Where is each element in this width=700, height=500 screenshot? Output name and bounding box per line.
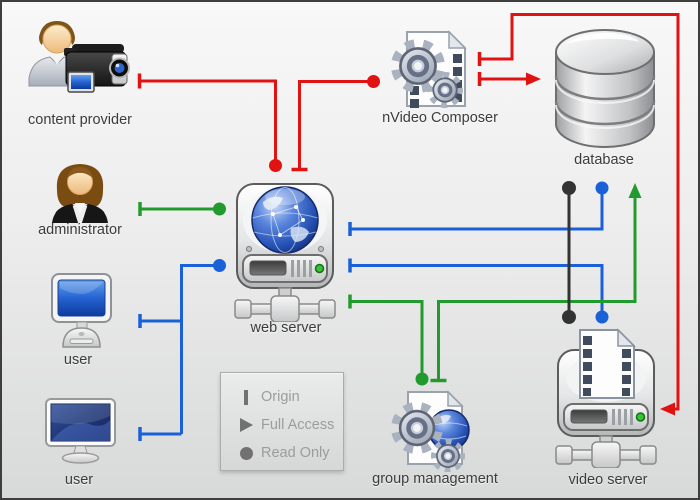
node-label-database: database [574,152,634,168]
legend-item-origin: Origin [231,387,300,407]
legend-item-full-access: Full Access [231,415,334,435]
origin-symbol [231,389,261,405]
edge-webserver-database [348,181,609,236]
edge-contentprovider-webserver [137,73,282,172]
node-label-web-server: web server [250,320,322,336]
edge-webserver-videoserver [348,258,609,324]
legend-full-access-label: Full Access [261,417,335,433]
edge-groupmanagement-database [430,183,642,383]
node-label-video-server: video server [568,472,648,488]
node-label-user-top: user [63,352,93,368]
web-server-icon [233,180,337,327]
nvideo-composer-icon [385,26,485,121]
node-label-administrator: administrator [38,222,122,238]
edge-nvideocomposer-videoserver [477,13,680,416]
content-provider-icon [24,20,136,121]
edge-webserver-nvideocomposer [291,75,380,172]
legend-read-only-label: Read Only [261,445,330,461]
user-bottom-icon [45,398,117,471]
legend-box: Origin Full Access Read Only [220,372,344,471]
node-label-nvideo-composer: nVideo Composer [382,110,498,126]
node-label-group-management: group management [372,471,498,487]
read-only-symbol [231,446,261,460]
edge-database-videoserver [562,181,576,324]
node-label-content-provider: content provider [28,112,132,128]
edge-nvideocomposer-database [477,72,541,86]
user-top-icon [50,272,114,355]
administrator-icon [45,160,115,229]
edge-administrator-webserver [138,202,226,216]
full-access-symbol [231,418,261,432]
legend-origin-label: Origin [261,389,300,405]
edge-users-webserver [138,259,226,441]
node-label-user-bottom: user [64,472,94,488]
group-management-icon [388,388,486,477]
database-icon [552,24,658,159]
edge-webserver-groupmanagement [348,294,429,386]
video-server-icon [554,326,658,473]
legend-item-read-only: Read Only [231,443,330,463]
